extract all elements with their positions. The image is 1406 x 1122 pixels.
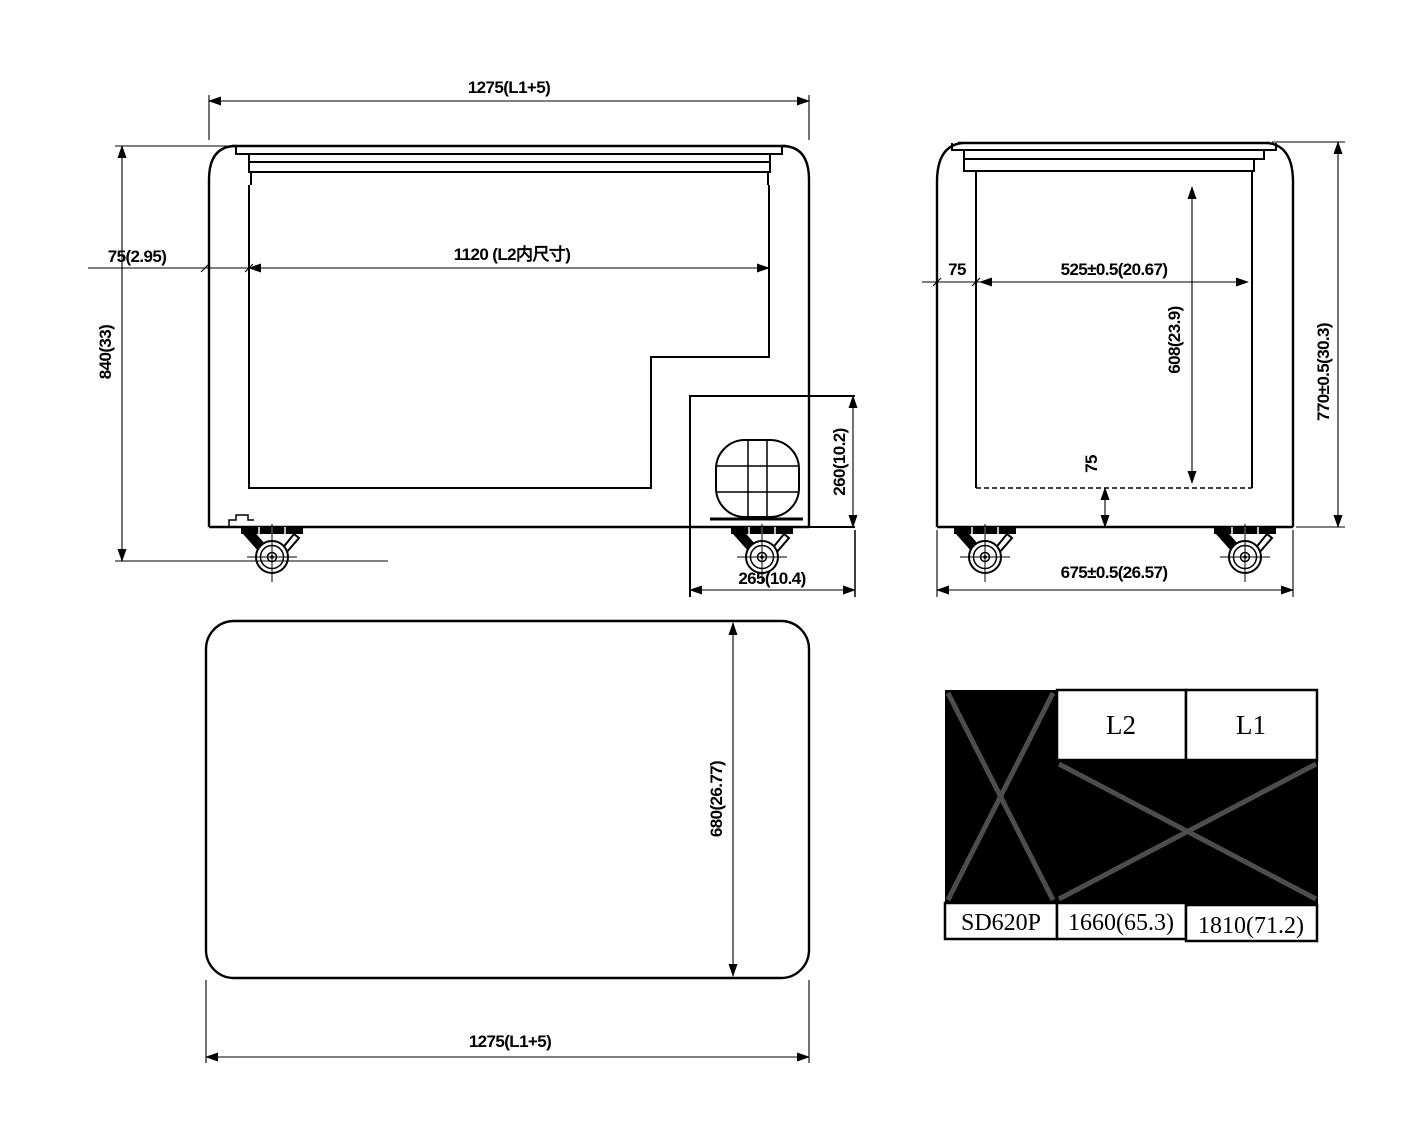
- side-overall-width-dim: 675±0.5(26.57): [1061, 563, 1168, 582]
- table-cell-l1-value: 1810(71.2): [1198, 913, 1304, 939]
- side-bottom-thickness-dim: 75: [1082, 455, 1101, 473]
- front-inner-width-dim: 1120 (L2内尺寸): [454, 244, 571, 264]
- caster-icon: [953, 523, 1017, 583]
- table-cell-model: SD620P: [961, 910, 1041, 936]
- top-view-dimensions: 680(26.77) 1275(L1+5): [205, 622, 810, 1063]
- table-header-l2: L2: [1106, 710, 1136, 740]
- side-wall-thickness-dim: 75: [948, 260, 966, 279]
- top-depth-dim: 680(26.77): [707, 761, 726, 837]
- side-view: 75 525±0.5(20.67) 608(23.9) 770±0.5(30.3…: [922, 141, 1345, 597]
- table-cell-l2-value: 1660(65.3): [1068, 910, 1174, 936]
- side-view-dimensions: 75 525±0.5(20.67) 608(23.9) 770±0.5(30.3…: [922, 141, 1345, 597]
- spec-table-cells: [943, 688, 1319, 943]
- table-header-l1: L1: [1236, 710, 1266, 740]
- front-wall-thickness-dim: 75(2.95): [108, 247, 167, 266]
- side-inner-depth-dim: 608(23.9): [1165, 306, 1184, 373]
- front-overall-height-dim: 840(33): [96, 325, 115, 379]
- compressor-width-dim: 265(10.4): [738, 569, 805, 588]
- caster-icon: [1213, 523, 1277, 583]
- caster-icon: [240, 523, 304, 583]
- side-inner-width-dim: 525±0.5(20.67): [1061, 260, 1168, 279]
- top-view-outline: [204, 619, 811, 980]
- spec-table: L2 L1 SD620P 1660(65.3) 1810(71.2): [943, 688, 1319, 943]
- top-overall-width-dim: 1275(L1+5): [469, 1032, 551, 1051]
- compressor-height-dim: 260(10.2): [830, 428, 849, 495]
- compressor-icon: [710, 439, 803, 521]
- side-overall-height-dim: 770±0.5(30.3): [1314, 323, 1333, 421]
- top-view: 680(26.77) 1275(L1+5): [204, 619, 811, 1063]
- front-view: 1275(L1+5) 75(2.95) 1120 (L2内尺寸) 840(33)…: [88, 78, 858, 597]
- front-view-dimensions: 1275(L1+5) 75(2.95) 1120 (L2内尺寸) 840(33)…: [88, 78, 858, 595]
- side-view-outline: [935, 141, 1295, 529]
- front-overall-width-dim: 1275(L1+5): [468, 78, 550, 97]
- spec-table-cross-lines: [945, 691, 1318, 902]
